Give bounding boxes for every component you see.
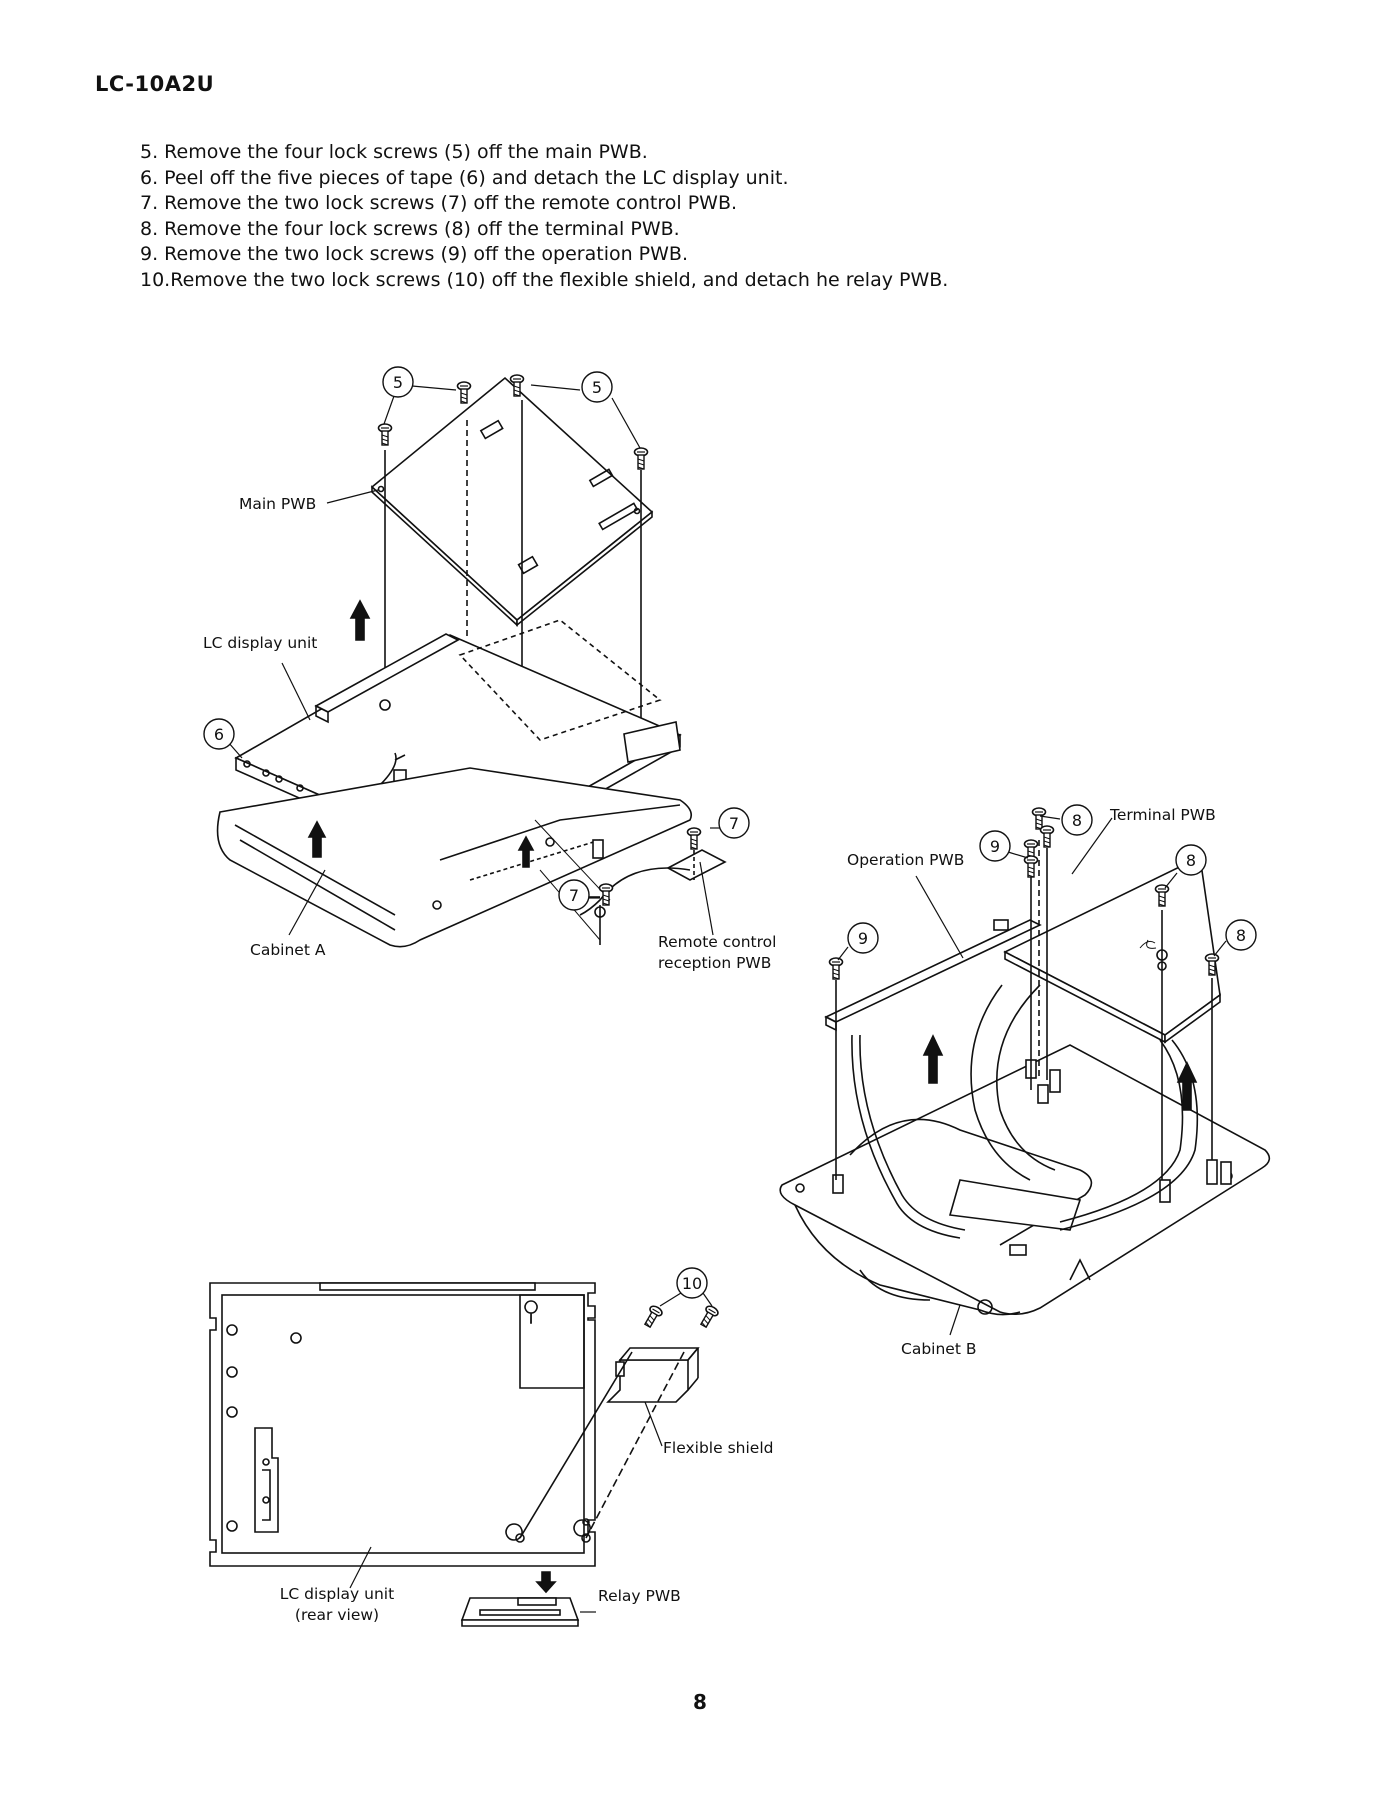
step-5: 5. Remove the four lock screws (5) off t… [140,141,648,163]
step-8: 8. Remove the four lock screws (8) off t… [140,217,680,240]
callout-9-left: 9 [858,929,868,948]
callout-5-left: 5 [393,373,403,392]
screw-10-right [697,1303,721,1330]
flexible-shield-part [606,1347,700,1403]
page-number: 8 [693,1690,707,1714]
callout-9-upper: 9 [990,837,1000,856]
screw-7-lower [598,883,614,906]
callout-8-right-lower: 8 [1236,926,1246,945]
label-terminal-pwb: Terminal PWB [1109,806,1216,824]
label-lc-display-unit: LC display unit [203,634,317,652]
screw-5-right [633,447,649,470]
label-relay-pwb: Relay PWB [598,1587,681,1605]
label-cabinet-a: Cabinet A [250,941,326,959]
callout-8-top: 8 [1072,811,1082,830]
label-flexible-shield: Flexible shield [663,1439,773,1457]
step-6: 6. Peel off the five pieces of tape (6) … [140,166,789,189]
callout-8-right-upper: 8 [1186,851,1196,870]
callouts-figure-1: 5 5 6 7 7 [203,366,750,911]
callout-5-right: 5 [592,378,602,397]
callout-10: 10 [682,1274,702,1293]
screw-10-left [641,1303,665,1330]
label-cabinet-b: Cabinet B [901,1340,976,1358]
label-remote-control-line1: Remote control [658,933,776,951]
instruction-steps: 5. Remove the four lock screws (5) off t… [140,140,1290,294]
label-main-pwb: Main PWB [239,495,316,513]
screw-5-left [377,423,393,446]
label-lc-rear-line2: (rear view) [295,1606,379,1624]
screw-9-left [828,957,844,980]
model-number: LC-10A2U [95,72,215,96]
relay-pwb-part [460,1597,580,1627]
figure-3-lc-rear-view [209,1282,700,1627]
terminal-pwb-board [1003,855,1221,1044]
screw-8-top-front [1039,825,1055,848]
callout-7-upper: 7 [729,814,739,833]
screw-9-upper [1023,855,1039,878]
step-7: 7. Remove the two lock screws (7) off th… [140,192,738,215]
step-10: 10.Remove the two lock screws (10) off t… [140,268,949,291]
step-9: 9. Remove the two lock screws (9) off th… [140,243,688,266]
figure-2-cabinet-b-assembly [779,840,1271,1316]
cabinet-b-body [779,1044,1271,1316]
cabinet-a-body [216,767,693,948]
main-pwb-board [370,376,654,627]
callouts-figure-3: 10 [676,1267,708,1299]
label-remote-control-line2: reception PWB [658,954,771,972]
label-lc-rear-line1: LC display unit [280,1585,394,1603]
screw-7-upper [686,827,702,850]
screw-5-top-left [456,381,472,404]
callouts-figure-2: 8 8 8 9 9 [847,804,1257,954]
callout-6: 6 [214,725,224,744]
label-operation-pwb: Operation PWB [847,851,964,869]
callout-7-lower: 7 [569,886,579,905]
figure-1-main-pwb-assembly [216,376,727,948]
